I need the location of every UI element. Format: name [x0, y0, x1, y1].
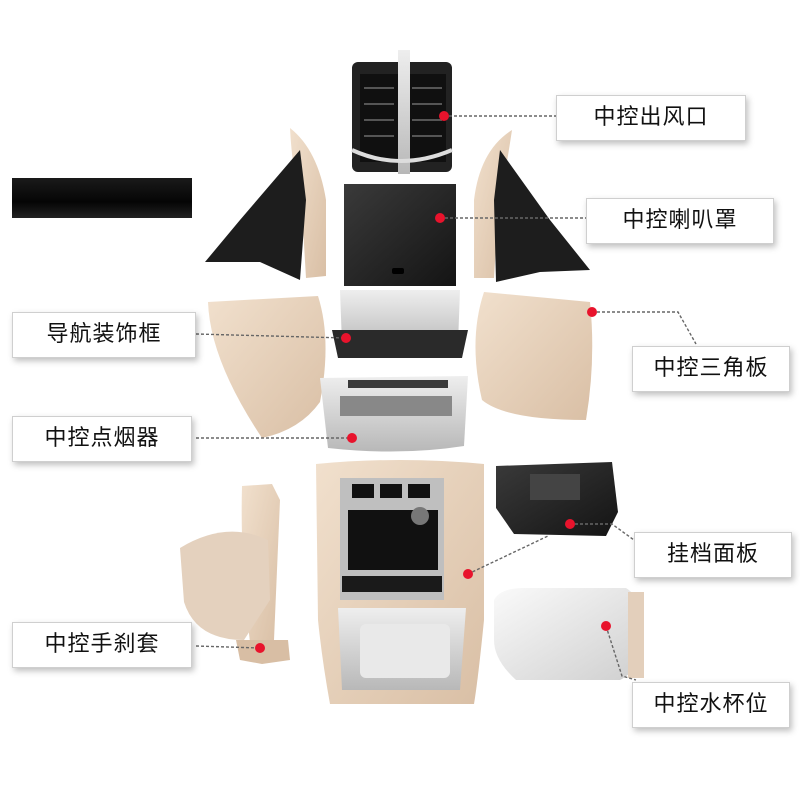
leader-gear-panel — [570, 523, 635, 541]
marker-triangle-panel — [587, 307, 597, 317]
label-speaker-cover: 中控喇叭罩 — [586, 198, 774, 244]
marker-cigarette-lighter — [347, 433, 357, 443]
label-handbrake-cover: 中控手刹套 — [12, 622, 192, 668]
marker-cup-holder — [601, 621, 611, 631]
leader-handbrake-cover — [195, 645, 261, 649]
marker-speaker-cover — [435, 213, 445, 223]
label-air-vent: 中控出风口 — [556, 95, 746, 141]
cup-holder-part — [494, 588, 644, 680]
label-cup-holder: 中控水杯位 — [632, 682, 790, 728]
marker-air-vent — [439, 111, 449, 121]
label-triangle-panel: 中控三角板 — [632, 346, 790, 392]
right-triangle-panel-part — [475, 292, 593, 420]
marker-handbrake-cover — [255, 643, 265, 653]
air-vent-part — [351, 50, 453, 174]
cigarette-lighter-part — [320, 376, 468, 452]
label-nav-trim: 导航装饰框 — [12, 312, 196, 358]
speaker-cover-part — [344, 184, 456, 286]
leader-lines — [195, 115, 697, 681]
left-bracket-part — [205, 128, 326, 280]
leader-cup-holder — [605, 625, 637, 681]
left-triangle-panel-part — [208, 296, 326, 438]
leader-triangle-panel — [592, 311, 697, 345]
right-bracket-part — [474, 130, 590, 282]
nav-trim-part — [332, 290, 468, 358]
marker-nav-trim — [341, 333, 351, 343]
leader-nav-trim — [195, 333, 347, 339]
marker-gear-panel — [565, 519, 575, 529]
black-trim-strip — [12, 178, 192, 218]
console-frame-part — [316, 460, 484, 704]
handbrake-cover-part — [180, 484, 290, 664]
marker-console — [463, 569, 473, 579]
label-cigarette-lighter: 中控点烟器 — [12, 416, 192, 462]
label-gear-panel: 挂档面板 — [634, 532, 792, 578]
gear-panel-part — [496, 462, 618, 536]
